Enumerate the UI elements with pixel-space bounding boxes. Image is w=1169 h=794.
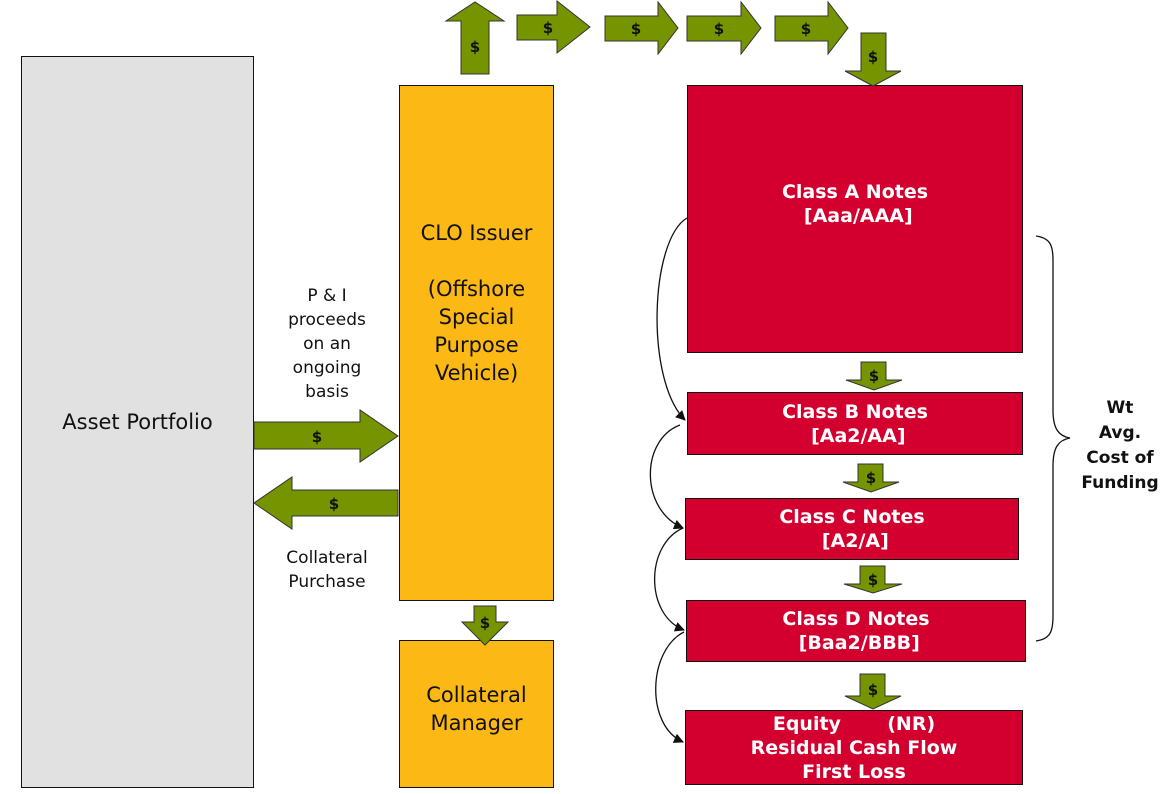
dollar-icon: $ xyxy=(868,681,878,699)
dollar-icon: $ xyxy=(312,428,322,446)
dollar-arrow-up-issuer: $ xyxy=(444,1,506,75)
collateral-manager-box: Collateral Manager xyxy=(399,640,554,788)
class-d-notes-label: Class D Notes [Baa2/BBB] xyxy=(782,608,930,654)
dollar-arrow-right-1: $ xyxy=(516,0,591,55)
dollar-icon: $ xyxy=(329,495,339,513)
connector-d-to-equity xyxy=(655,631,685,743)
dollar-arrow-right-3: $ xyxy=(686,0,762,56)
asset-portfolio-label: Asset Portfolio xyxy=(62,410,213,434)
dollar-arrow-right-2: $ xyxy=(604,0,679,56)
class-d-notes-box: Class D Notes [Baa2/BBB] xyxy=(686,600,1026,662)
dollar-icon: $ xyxy=(866,469,876,487)
class-c-notes-label: Class C Notes [A2/A] xyxy=(779,506,925,552)
connector-b-to-c xyxy=(649,424,684,530)
dollar-arrow-pi-proceeds: $ xyxy=(253,409,399,463)
collateral-purchase-label: Collateral Purchase xyxy=(286,548,368,592)
class-a-notes-label: Class A Notes [Aaa/AAA] xyxy=(781,181,929,227)
dollar-icon: $ xyxy=(868,48,878,66)
dollar-arrow-d-to-equity: $ xyxy=(844,673,902,710)
clo-issuer-label: CLO Issuer (Offshore Special Purpose Veh… xyxy=(420,221,533,385)
dollar-arrow-collateral-purchase: $ xyxy=(253,476,399,530)
dollar-arrow-right-4: $ xyxy=(774,0,849,56)
dollar-icon: $ xyxy=(868,571,878,589)
dollar-icon: $ xyxy=(869,367,879,385)
equity-label: Equity (NR) Residual Cash Flow First Los… xyxy=(750,712,958,783)
pi-proceeds-label: P & I proceeds on an ongoing basis xyxy=(288,286,366,402)
class-b-notes-box: Class B Notes [Aa2/AA] xyxy=(687,392,1023,455)
clo-issuer-box: CLO Issuer (Offshore Special Purpose Veh… xyxy=(399,85,554,601)
dollar-icon: $ xyxy=(543,19,553,37)
dollar-arrow-collateral-manager: $ xyxy=(460,605,510,646)
dollar-arrow-b-to-c: $ xyxy=(842,463,900,493)
connector-c-to-d xyxy=(654,527,685,632)
dollar-icon: $ xyxy=(480,614,490,632)
asset-portfolio-box: Asset Portfolio xyxy=(21,56,254,788)
dollar-arrow-down-class-a: $ xyxy=(844,32,902,87)
dollar-icon: $ xyxy=(470,38,480,56)
wt-avg-cost-of-funding-label: Wt Avg. Cost of Funding xyxy=(1081,398,1159,493)
connector-a-to-b xyxy=(656,217,688,421)
dollar-icon: $ xyxy=(714,20,724,38)
class-a-notes-box: Class A Notes [Aaa/AAA] xyxy=(687,85,1023,353)
class-c-notes-box: Class C Notes [A2/A] xyxy=(685,498,1019,560)
collateral-manager-label: Collateral Manager xyxy=(426,683,527,735)
equity-box: Equity (NR) Residual Cash Flow First Los… xyxy=(685,710,1023,785)
dollar-icon: $ xyxy=(801,20,811,38)
dollar-arrow-a-to-b: $ xyxy=(845,361,903,391)
dollar-arrow-c-to-d: $ xyxy=(843,565,903,594)
funding-brace xyxy=(1035,235,1071,642)
dollar-icon: $ xyxy=(631,20,641,38)
class-b-notes-label: Class B Notes [Aa2/AA] xyxy=(782,400,928,447)
